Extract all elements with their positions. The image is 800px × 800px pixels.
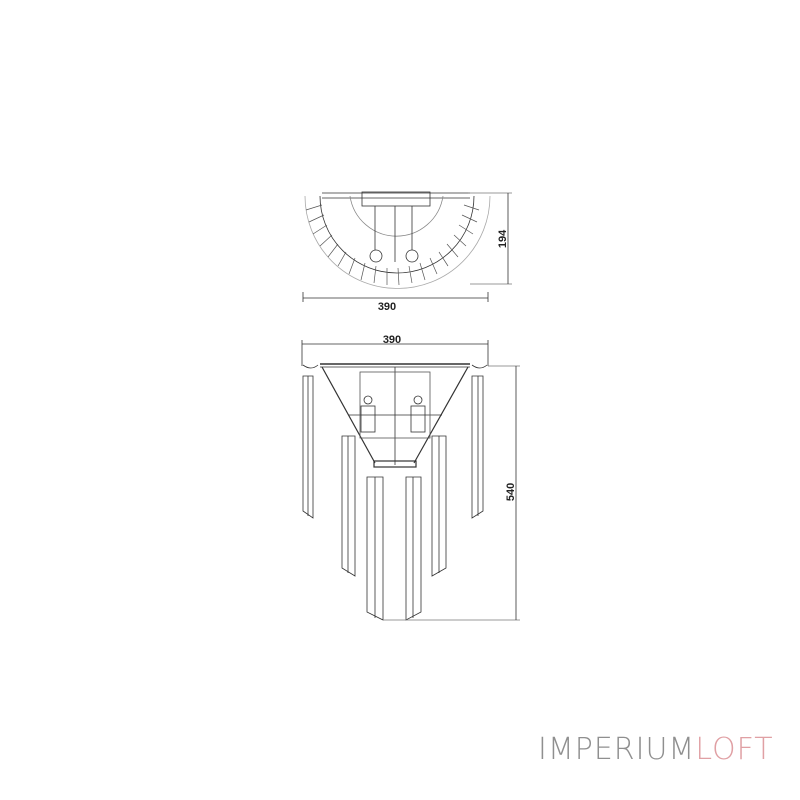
top-depth-label: 194 [497, 229, 509, 248]
top-width-label: 390 [378, 301, 396, 313]
front-view [301, 340, 520, 621]
top-view [302, 191, 512, 302]
front-height-label: 540 [505, 483, 517, 501]
front-width-label: 390 [383, 334, 401, 346]
brand-part1: IMPERIUM [538, 732, 696, 767]
brand-logo: IMPERIUMLOFT [538, 732, 774, 767]
brand-part2: LOFT [695, 732, 774, 767]
